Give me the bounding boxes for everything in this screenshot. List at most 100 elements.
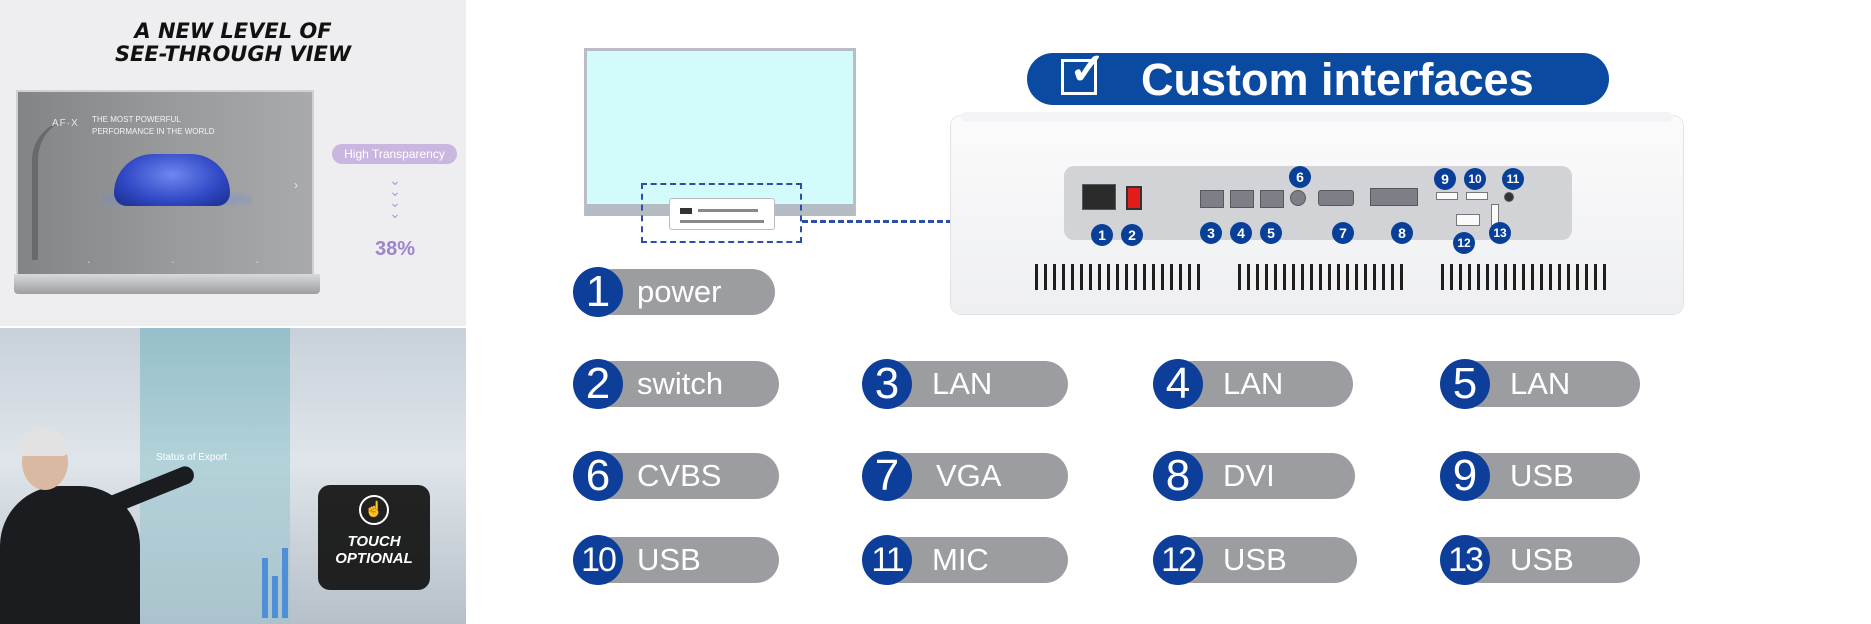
screen-headline-line-2: PERFORMANCE IN THE WORLD [92,127,215,136]
legend-item-usb-10: 10 USB [573,535,779,585]
custom-interfaces-banner: ✓ Custom interfaces [1027,46,1609,105]
legend-item-lan-4: 4 LAN [1153,359,1353,409]
legend-item-lan-3: 3 LAN [862,359,1068,409]
screen-logo: AF·X [52,118,79,129]
legend-label: LAN [1223,366,1284,401]
screen-footer-dots: • • • [88,260,258,266]
legend-item-cvbs: 6 CVBS [573,451,779,501]
legend-label: LAN [932,366,993,401]
legend-item-mic: 11 MIC [862,535,1068,585]
promo-title-line-2: SEE-THROUGH VIEW [114,42,352,66]
switch-port [1126,186,1142,210]
legend-label: USB [637,542,701,577]
legend-label: USB [1223,542,1287,577]
custom-interfaces-title: Custom interfaces [1141,54,1534,105]
vga-port [1318,190,1354,206]
mic-port [1504,192,1514,202]
transparency-value: 38% [374,238,416,260]
port-callout-10: 10 [1464,168,1486,190]
legend-label: power [637,274,722,309]
legend-number: 12 [1153,535,1203,585]
lan-port-2 [1230,190,1254,208]
port-callout-1: 1 [1091,224,1113,246]
touch-badge-text: TOUCH OPTIONAL [318,533,430,567]
legend-number: 3 [862,359,912,409]
touch-optional-badge: ☝ TOUCH OPTIONAL [318,485,430,590]
promo-title-line-1: A NEW LEVEL OF [134,19,332,43]
vent-middle [1238,264,1406,290]
dot-icon: • [88,260,90,266]
touch-line-2: OPTIONAL [335,550,413,567]
legend-number: 4 [1153,359,1203,409]
zoom-highlight-box [641,183,802,243]
touch-hand-icon: ☝ [359,495,389,525]
lan-port-3 [1260,190,1284,208]
transparency-badge: High Transparency [332,144,457,164]
usb-port-12 [1456,214,1480,226]
blue-car-image [114,154,230,206]
legend-label: CVBS [637,458,722,493]
legend-item-usb-12: 12 USB [1153,535,1357,585]
dot-icon: • [256,260,258,266]
legend-number: 9 [1440,451,1490,501]
legend-number: 7 [862,451,912,501]
legend-number: 10 [573,535,623,585]
port-callout-5: 5 [1260,222,1282,244]
see-through-promo: A NEW LEVEL OF SEE-THROUGH VIEW AF·X THE… [0,0,466,326]
port-callout-7: 7 [1332,222,1354,244]
rear-port-module [669,198,775,230]
interface-box-illustration: 1 2 3 4 5 6 7 8 9 10 11 12 13 [951,112,1683,314]
checkbox-icon [1061,59,1097,95]
vent-left [1035,264,1203,290]
port-callout-3: 3 [1200,222,1222,244]
promo-title: A NEW LEVEL OF SEE-THROUGH VIEW [0,20,466,66]
port-callout-4: 4 [1230,222,1252,244]
port-callout-8: 8 [1391,222,1413,244]
port-callout-11: 11 [1502,168,1524,190]
legend-label: VGA [936,458,1002,493]
legend-label: USB [1510,458,1574,493]
display-stand [14,274,320,294]
legend-item-power: 1 power [573,267,775,317]
chevron-right-icon: › [294,178,298,192]
dot-icon: • [172,260,174,266]
legend-item-vga: 7 VGA [862,451,1068,501]
chevrons-down-icon: ⌄⌄⌄⌄ [389,172,401,221]
legend-item-usb-13: 13 USB [1440,535,1640,585]
legend-number: 1 [573,267,623,317]
dvi-port [1370,188,1418,206]
port-callout-6: 6 [1289,166,1311,188]
port-panel [1064,166,1572,240]
person-figure [0,428,197,624]
screen-headline: THE MOST POWERFUL PERFORMANCE IN THE WOR… [92,114,215,138]
legend-label: LAN [1510,366,1571,401]
usb-port-9 [1436,192,1458,200]
legend-item-switch: 2 switch [573,359,779,409]
usb-port-10 [1466,192,1488,200]
legend-item-lan-5: 5 LAN [1440,359,1640,409]
legend-label: MIC [932,542,989,577]
legend-number: 6 [573,451,623,501]
hud-bar [262,558,268,618]
legend-item-usb-9: 9 USB [1440,451,1640,501]
legend-number: 2 [573,359,623,409]
legend-label: switch [637,366,724,401]
screen-headline-line-1: THE MOST POWERFUL [92,115,181,124]
legend-item-dvi: 8 DVI [1153,451,1355,501]
port-callout-13: 13 [1489,222,1511,244]
cvbs-port [1290,190,1306,206]
legend-number: 5 [1440,359,1490,409]
port-callout-2: 2 [1121,224,1143,246]
legend-number: 13 [1440,535,1490,585]
power-port [1082,184,1116,210]
hud-bar [282,548,288,618]
transparent-display-image: AF·X THE MOST POWERFUL PERFORMANCE IN TH… [16,90,314,286]
lan-port-1 [1200,190,1224,208]
chair-silhouette [32,120,82,260]
hud-bar [272,576,278,618]
legend-number: 8 [1153,451,1203,501]
hud-status-text: Status of Export [156,452,228,463]
legend-number: 11 [862,535,912,585]
promo-column: A NEW LEVEL OF SEE-THROUGH VIEW AF·X THE… [0,0,466,624]
legend-label: DVI [1223,458,1275,493]
